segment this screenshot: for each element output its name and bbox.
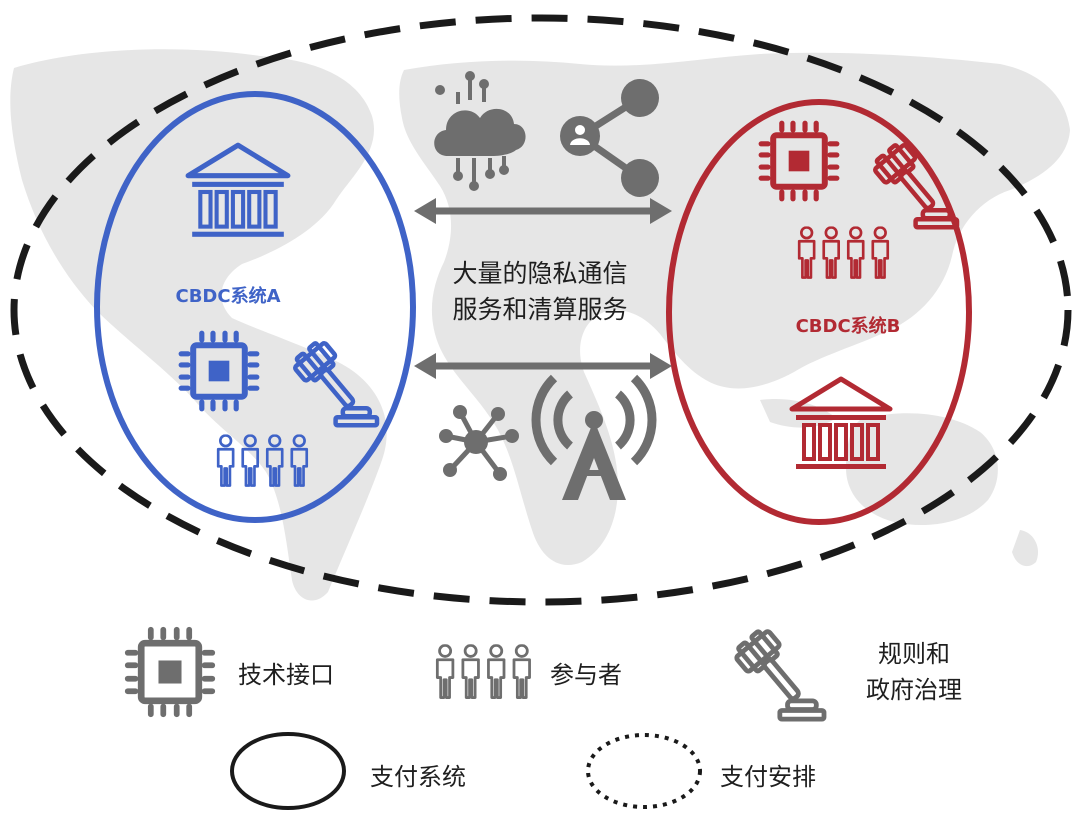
legend-rules-label: 规则和 政府治理 xyxy=(852,636,976,708)
system-b-label: CBDC系统B xyxy=(795,316,901,337)
chip-icon xyxy=(181,333,257,409)
chip-icon xyxy=(761,123,837,199)
center-description-line1: 大量的隐私通信 xyxy=(452,259,628,288)
cbdc-system-b-ellipse xyxy=(666,99,972,525)
center-description-line2: 服务和清算服务 xyxy=(452,295,628,324)
legend-tech-interface-label: 技术接口 xyxy=(238,661,334,689)
share-icon xyxy=(560,79,659,197)
payment-arrangement-dashed-ellipse xyxy=(10,14,1072,606)
legend-solid-ellipse-icon xyxy=(230,732,346,810)
legend-participants-icon xyxy=(437,645,529,697)
legend-rules-line2: 政府治理 xyxy=(866,676,962,704)
legend-payment-arrangement-label: 支付安排 xyxy=(720,763,816,791)
legend-rules-line1: 规则和 xyxy=(878,640,950,668)
system-a-label: CBDC系统A xyxy=(175,286,281,307)
double-arrow-bottom xyxy=(414,353,672,379)
legend-dotted-ellipse-icon xyxy=(586,733,702,809)
signal-tower-icon xyxy=(531,374,657,500)
center-description: 大量的隐私通信 服务和清算服务 xyxy=(425,256,655,328)
legend-participants-label: 参与者 xyxy=(550,661,622,689)
cloud-network-icon xyxy=(434,71,526,191)
legend-chip-icon xyxy=(128,630,212,714)
double-arrow-top xyxy=(414,198,672,224)
cbdc-system-a-ellipse xyxy=(94,91,416,523)
network-hub-icon xyxy=(439,405,519,481)
legend-payment-system-label: 支付系统 xyxy=(370,763,466,791)
legend-gavel-icon xyxy=(732,626,824,719)
